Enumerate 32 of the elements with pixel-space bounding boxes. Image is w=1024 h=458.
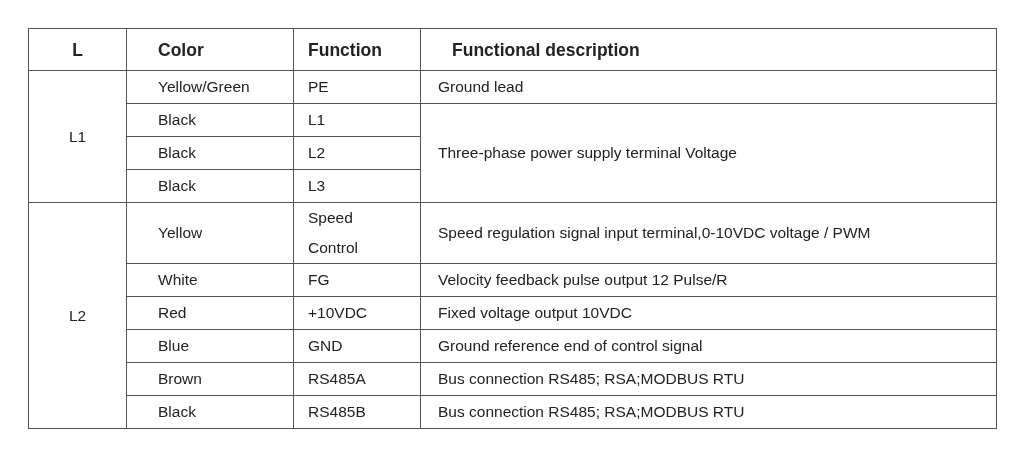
table-cell: Speed regulation signal input terminal,0-10VDC voltage / PWM [420,202,997,264]
table-cell: Black [126,395,294,429]
column-header: L [28,28,127,71]
column-header: Function [293,28,421,71]
table-cell: RS485B [293,395,421,429]
table-cell: PE [293,70,421,104]
table-cell: Blue [126,329,294,363]
table-cell: White [126,263,294,297]
table-cell: Ground lead [420,70,997,104]
table-cell: Red [126,296,294,330]
table-cell: +10VDC [293,296,421,330]
table-cell: Black [126,136,294,170]
table-cell: L1 [293,103,421,137]
column-header: Color [126,28,294,71]
table-cell: L2 [28,202,127,429]
table-cell: Velocity feedback pulse output 12 Pulse/R [420,263,997,297]
table-cell: Black [126,103,294,137]
table-cell: Three-phase power supply terminal Voltage [420,103,997,203]
column-header: Functional description [420,28,997,71]
table-cell: Speed Control [293,202,421,264]
table-cell: GND [293,329,421,363]
table-cell: Yellow/Green [126,70,294,104]
table-cell: Fixed voltage output 10VDC [420,296,997,330]
table-cell: Black [126,169,294,203]
table-cell: Bus connection RS485; RSA;MODBUS RTU [420,362,997,396]
table-cell: RS485A [293,362,421,396]
table-cell: L1 [28,70,127,203]
table-cell: FG [293,263,421,297]
table-cell: Bus connection RS485; RSA;MODBUS RTU [420,395,997,429]
table-cell: Ground reference end of control signal [420,329,997,363]
table-cell: Brown [126,362,294,396]
table-cell: Yellow [126,202,294,264]
